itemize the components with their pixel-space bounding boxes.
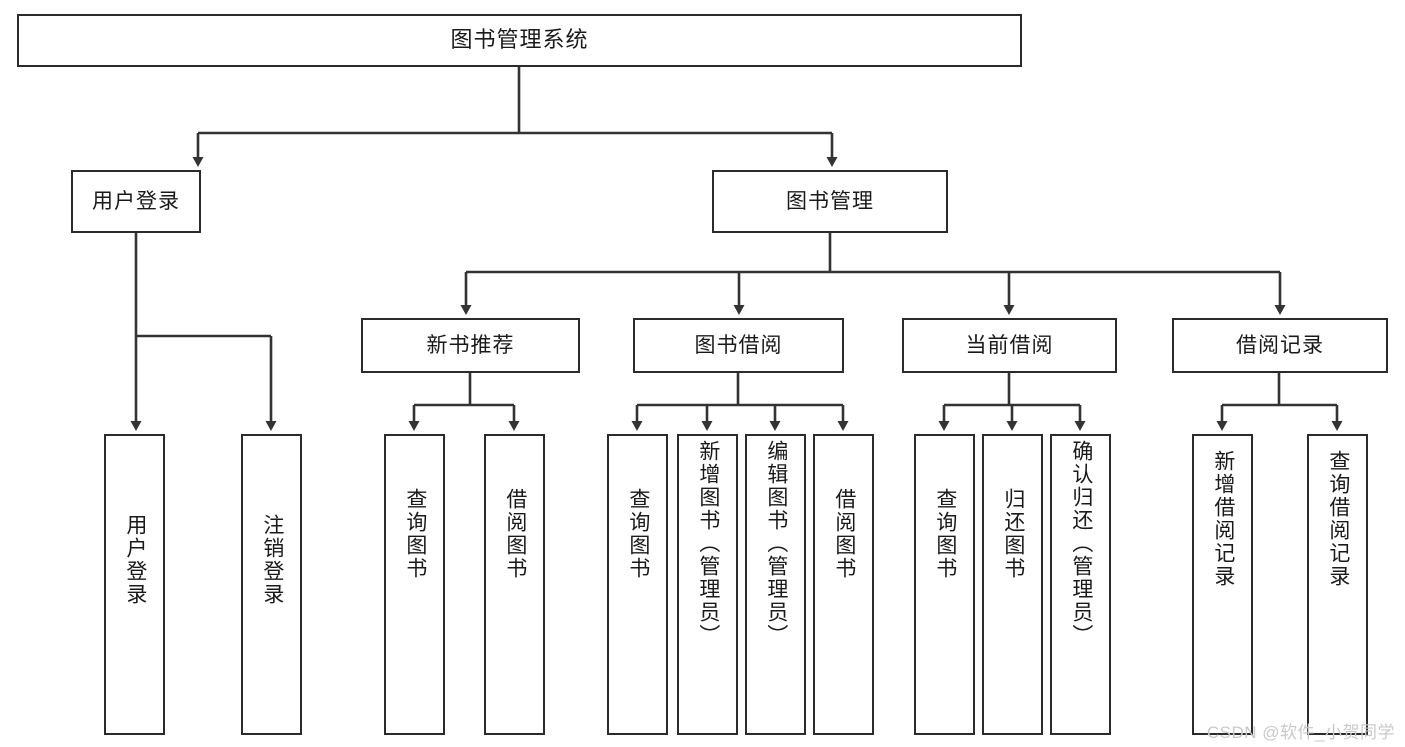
leaf-add-borrow-record-label: 新增借阅记录 (1211, 450, 1235, 588)
leaf-add-book-admin[interactable]: 新增图书（管理员） (677, 434, 738, 735)
node-book-management[interactable]: 图书管理 (712, 170, 948, 233)
leaf-borrow-book-label: 借阅图书 (832, 488, 856, 580)
leaf-query-book-recommend[interactable]: 查询图书 (384, 434, 445, 735)
leaf-query-book-borrow-label: 查询图书 (626, 488, 650, 580)
node-book-management-label: 图书管理 (786, 189, 874, 213)
node-root-label: 图书管理系统 (450, 27, 589, 53)
node-current-borrow[interactable]: 当前借阅 (902, 318, 1117, 373)
leaf-query-borrow-record[interactable]: 查询借阅记录 (1307, 434, 1368, 735)
leaf-confirm-return-admin-label: 确认归还（管理员） (1069, 440, 1093, 647)
leaf-query-book-borrow[interactable]: 查询图书 (607, 434, 668, 735)
node-borrow-records[interactable]: 借阅记录 (1172, 318, 1388, 373)
leaf-add-book-admin-label: 新增图书（管理员） (696, 440, 720, 647)
leaf-query-borrow-record-label: 查询借阅记录 (1326, 450, 1350, 588)
node-borrow-records-label: 借阅记录 (1236, 333, 1324, 357)
leaf-borrow-book-recommend-label: 借阅图书 (503, 488, 527, 580)
leaf-return-book-label: 归还图书 (1001, 488, 1025, 580)
leaf-query-book-current[interactable]: 查询图书 (914, 434, 975, 735)
leaf-edit-book-admin-label: 编辑图书（管理员） (764, 440, 788, 647)
node-book-borrow[interactable]: 图书借阅 (633, 318, 844, 373)
leaf-logout[interactable]: 注销登录 (241, 434, 302, 735)
node-root[interactable]: 图书管理系统 (17, 14, 1022, 67)
leaf-user-login-label: 用户登录 (123, 514, 147, 606)
leaf-return-book[interactable]: 归还图书 (982, 434, 1043, 735)
leaf-user-login[interactable]: 用户登录 (104, 434, 165, 735)
node-new-book-recommend-label: 新书推荐 (426, 333, 515, 357)
watermark: CSDN @软件_小贺同学 (1206, 723, 1395, 742)
leaf-borrow-book[interactable]: 借阅图书 (813, 434, 874, 735)
node-user-login-label: 用户登录 (92, 189, 180, 213)
leaf-confirm-return-admin[interactable]: 确认归还（管理员） (1050, 434, 1111, 735)
node-new-book-recommend[interactable]: 新书推荐 (361, 318, 580, 373)
node-current-borrow-label: 当前借阅 (965, 333, 1054, 357)
leaf-borrow-book-recommend[interactable]: 借阅图书 (484, 434, 545, 735)
node-book-borrow-label: 图书借阅 (694, 333, 783, 357)
leaf-add-borrow-record[interactable]: 新增借阅记录 (1192, 434, 1253, 735)
leaf-query-book-current-label: 查询图书 (933, 488, 957, 580)
leaf-edit-book-admin[interactable]: 编辑图书（管理员） (745, 434, 806, 735)
leaf-query-book-recommend-label: 查询图书 (403, 488, 427, 580)
leaf-logout-label: 注销登录 (260, 514, 284, 606)
node-user-login[interactable]: 用户登录 (71, 170, 201, 233)
